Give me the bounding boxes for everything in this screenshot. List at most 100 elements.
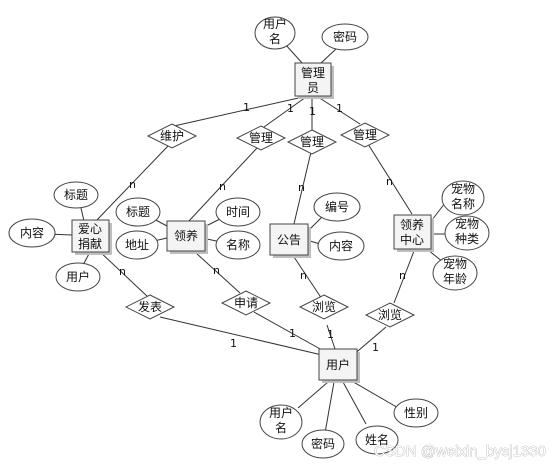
attribute-donation-title: 标题	[53, 181, 99, 209]
relationship-publish: 发表	[124, 294, 176, 320]
relationship-manage-notice: 管理	[286, 129, 338, 155]
card-donation-publish: n	[119, 265, 126, 278]
attribute-adoption-name: 名称	[215, 230, 261, 260]
attribute-adoption-title: 标题	[115, 197, 161, 227]
line-notice-browse1	[293, 256, 323, 300]
line-manage1-adoption	[187, 147, 258, 223]
entity-notice: 公告	[269, 223, 311, 258]
card-admin-maintain: 1	[243, 101, 250, 114]
entity-center: 领养 中心	[393, 214, 434, 252]
svg-text:宠物: 宠物	[455, 216, 479, 231]
attribute-center-age: 宠物 年龄	[432, 255, 478, 291]
attribute-admin-password: 密码	[321, 23, 369, 51]
card-admin-manage1: 1	[287, 102, 294, 115]
attribute-user-sex: 性别	[393, 398, 439, 428]
relationship-browse-center: 浏览	[364, 302, 416, 328]
attribute-admin-username: 用户 名	[254, 16, 296, 50]
svg-text:领养: 领养	[174, 228, 198, 243]
svg-text:地址: 地址	[125, 238, 149, 252]
line-adoption-apply	[195, 252, 241, 294]
svg-text:维护: 维护	[160, 129, 184, 143]
svg-text:姓名: 姓名	[365, 432, 389, 447]
line-browse2-user	[351, 326, 387, 357]
attribute-center-petname: 宠物 名称	[441, 180, 485, 216]
svg-text:宠物: 宠物	[451, 181, 475, 196]
svg-text:管理: 管理	[249, 130, 273, 145]
card-manage2-notice: n	[298, 181, 305, 194]
attribute-user-username: 用户 名	[259, 404, 303, 440]
relationship-manage-adoption: 管理	[235, 125, 287, 151]
svg-text:申请: 申请	[234, 296, 258, 310]
entity-donation: 爱心 捐献	[71, 219, 112, 255]
card-manage3-center: n	[386, 175, 393, 188]
entity-admin: 管理 员	[294, 62, 334, 99]
svg-text:用户: 用户	[66, 269, 90, 284]
line-center-browse2	[393, 250, 415, 304]
entity-adoption: 领养	[166, 220, 208, 254]
svg-text:编号: 编号	[325, 199, 349, 214]
svg-text:管理: 管理	[301, 65, 325, 80]
line-user-password	[324, 381, 335, 434]
line-maintain-donation	[94, 145, 169, 223]
line-manage3-center	[367, 143, 413, 215]
svg-text:名: 名	[275, 420, 287, 435]
svg-text:用户: 用户	[269, 405, 293, 420]
svg-text:名称: 名称	[226, 237, 250, 252]
attribute-notice-id: 编号	[313, 192, 361, 222]
svg-text:浏览: 浏览	[378, 307, 402, 322]
card-notice-browse1: n	[300, 269, 307, 282]
line-admin-maintain	[173, 96, 304, 127]
card-adoption-apply: n	[213, 264, 220, 277]
line-donation-title	[80, 207, 85, 222]
svg-text:性别: 性别	[404, 406, 428, 420]
attribute-adoption-time: 时间	[215, 197, 261, 227]
svg-text:时间: 时间	[226, 205, 250, 219]
attribute-center-kind: 宠物 种类	[444, 215, 490, 251]
svg-text:名: 名	[269, 31, 281, 46]
line-user-sex	[349, 379, 401, 410]
attribute-notice-content: 内容	[317, 231, 365, 261]
svg-text:密码: 密码	[333, 29, 357, 44]
svg-text:种类: 种类	[455, 232, 479, 246]
svg-text:爱心: 爱心	[78, 222, 102, 236]
card-browse2-user: 1	[372, 341, 379, 354]
card-admin-manage2: 1	[309, 105, 316, 118]
line-admin-manage1	[263, 96, 307, 128]
svg-text:公告: 公告	[277, 233, 301, 247]
svg-text:标题: 标题	[126, 205, 150, 219]
card-admin-manage3: 1	[336, 102, 343, 115]
relationship-apply: 申请	[220, 290, 272, 316]
cardinality-labels: 1 1 1 1 n n n n n n n n 1 1 1 1	[119, 101, 406, 354]
svg-text:管理: 管理	[353, 127, 377, 142]
attribute-user-password: 密码	[301, 429, 345, 459]
svg-text:宠物: 宠物	[443, 256, 467, 271]
relationship-maintain: 维护	[146, 123, 198, 149]
attribute-adoption-address: 地址	[115, 230, 159, 260]
line-apply-user	[253, 311, 323, 351]
svg-text:内容: 内容	[329, 238, 353, 253]
svg-text:捐献: 捐献	[78, 236, 102, 251]
relationship-manage-center: 管理	[339, 122, 391, 148]
svg-text:年龄: 年龄	[443, 272, 467, 286]
line-user-fullname	[342, 381, 367, 425]
svg-text:中心: 中心	[400, 232, 424, 247]
card-apply-user: 1	[289, 327, 296, 340]
card-maintain-donation: n	[129, 178, 136, 191]
line-admin-manage3	[317, 96, 361, 125]
svg-text:领养: 领养	[400, 217, 424, 232]
svg-text:密码: 密码	[311, 436, 335, 451]
svg-text:名称: 名称	[451, 196, 475, 211]
line-admin-username	[284, 43, 304, 65]
card-manage1-adoption: n	[219, 180, 226, 193]
line-publish-user	[159, 316, 323, 356]
svg-text:用户: 用户	[326, 357, 350, 372]
svg-text:发表: 发表	[138, 299, 162, 314]
svg-text:内容: 内容	[20, 225, 44, 240]
line-manage2-notice	[292, 151, 312, 229]
line-browse1-user	[326, 324, 336, 350]
relationship-browse-notice: 浏览	[298, 294, 350, 320]
svg-text:标题: 标题	[64, 188, 88, 202]
svg-text:管理: 管理	[300, 134, 324, 149]
